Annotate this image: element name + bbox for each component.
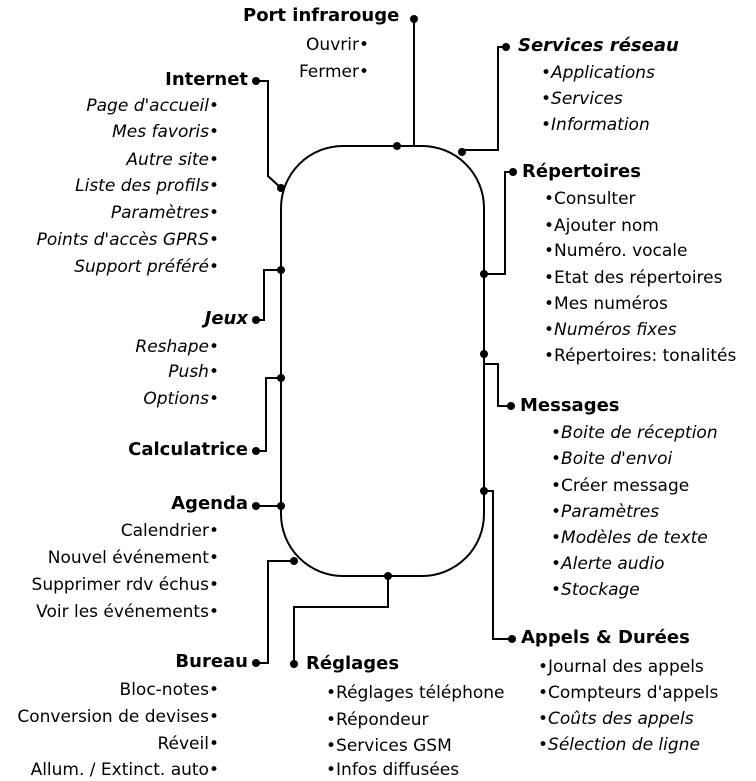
- bureau-item: Allum. / Extinct. auto•: [30, 760, 219, 780]
- messages-title: Messages: [520, 395, 620, 416]
- appels-item: •Journal des appels: [538, 657, 704, 677]
- dot-appels-hub: [480, 487, 488, 495]
- internet-item: Page d'accueil•: [86, 96, 219, 116]
- dot-port-hub: [393, 142, 401, 150]
- repertoires-item: •Numéros fixes: [544, 320, 677, 340]
- wire-jeux: [256, 269, 281, 321]
- port-item-fermer: Fermer•: [298, 62, 369, 82]
- dot-jeux-end: [252, 316, 260, 324]
- jeux-title: Jeux: [204, 308, 248, 329]
- central-hub: [280, 145, 485, 577]
- agenda-item: Supprimer rdv échus•: [31, 575, 219, 595]
- dot-bureau-hub: [290, 557, 298, 565]
- calculatrice-title: Calculatrice: [128, 439, 248, 460]
- reglages-item: •Infos diffusées: [326, 760, 460, 780]
- wire-services: [462, 46, 506, 151]
- internet-item: Autre site•: [126, 150, 219, 170]
- reglages-item: •Répondeur: [326, 710, 429, 730]
- port-item-ouvrir: Ouvrir•: [306, 35, 369, 55]
- wire-repertoires: [484, 171, 513, 275]
- bureau-item: Réveil•: [157, 734, 219, 754]
- appels-title: Appels & Durées: [521, 627, 690, 648]
- dot-services-end: [502, 43, 510, 51]
- repertoires-item: •Répertoires: tonalités: [544, 346, 737, 366]
- agenda-title: Agenda: [171, 493, 248, 514]
- dot-bureau-end: [252, 659, 260, 667]
- repertoires-item: •Etat des répertoires: [544, 268, 723, 288]
- bureau-item: Conversion de devises•: [17, 707, 219, 727]
- dot-internet-end: [252, 77, 260, 85]
- reglages-item: •Réglages téléphone: [326, 683, 505, 703]
- dot-jeux-hub: [277, 266, 285, 274]
- wire-messages: [484, 363, 511, 407]
- appels-item: •Compteurs d'appels: [538, 683, 719, 703]
- messages-item: •Stockage: [551, 580, 640, 600]
- wire-bureau: [256, 560, 294, 664]
- repertoires-title: Répertoires: [522, 161, 641, 182]
- repertoires-item: •Mes numéros: [544, 294, 668, 314]
- wire-reglages: [293, 576, 389, 664]
- wire-calc: [256, 377, 281, 452]
- internet-item: Mes favoris•: [112, 122, 219, 142]
- agenda-item: Nouvel événement•: [47, 548, 219, 568]
- appels-item: •Coûts des appels: [538, 709, 694, 729]
- agenda-item: Calendrier•: [120, 521, 219, 541]
- messages-item: •Boite de réception: [551, 423, 718, 443]
- services-item: •Information: [541, 115, 650, 135]
- internet-item: Paramètres•: [110, 203, 219, 223]
- messages-item: •Modèles de texte: [551, 528, 708, 548]
- bureau-title: Bureau: [175, 651, 248, 672]
- messages-item: •Créer message: [551, 476, 690, 496]
- internet-item: Points d'accès GPRS•: [36, 230, 219, 250]
- bureau-item: Bloc-notes•: [119, 680, 219, 700]
- agenda-item: Voir les événements•: [36, 602, 219, 622]
- messages-item: •Boite d'envoi: [551, 449, 673, 469]
- repertoires-item: •Ajouter nom: [544, 216, 659, 236]
- wire-appels: [484, 490, 512, 640]
- repertoires-item: •Numéro. vocale: [544, 241, 688, 261]
- services-item: •Applications: [541, 63, 655, 83]
- internet-title: Internet: [165, 69, 248, 90]
- dot-reglages-hub: [384, 572, 392, 580]
- wire-internet: [256, 80, 282, 189]
- dot-messages-end: [507, 402, 515, 410]
- services-item: •Services: [541, 89, 623, 109]
- services-title: Services réseau: [518, 35, 679, 56]
- dot-agenda-end: [252, 502, 260, 510]
- internet-item: Support préféré•: [74, 257, 219, 277]
- dot-repertoires-end: [509, 168, 517, 176]
- dot-appels-end: [508, 635, 516, 643]
- jeux-item: Options•: [143, 389, 219, 409]
- internet-item: Liste des profils•: [75, 176, 219, 196]
- repertoires-item: •Consulter: [544, 189, 636, 209]
- jeux-item: Reshape•: [135, 337, 219, 357]
- dot-calc-hub: [277, 374, 285, 382]
- dot-reglages-end: [290, 660, 298, 668]
- port-title: Port infrarouge: [243, 5, 400, 26]
- reglages-item: •Services GSM: [326, 736, 452, 756]
- dot-repertoires-hub: [480, 270, 488, 278]
- dot-agenda-hub: [277, 502, 285, 510]
- appels-item: •Sélection de ligne: [538, 735, 700, 755]
- jeux-item: Push•: [168, 362, 219, 382]
- messages-item: •Alerte audio: [551, 554, 665, 574]
- messages-item: •Paramètres: [551, 502, 660, 522]
- dot-services-hub: [458, 148, 466, 156]
- dot-calc-end: [252, 447, 260, 455]
- dot-internet-hub: [277, 184, 285, 192]
- dot-port-end: [410, 15, 418, 23]
- reglages-title: Réglages: [306, 653, 400, 674]
- dot-messages-hub: [480, 350, 488, 358]
